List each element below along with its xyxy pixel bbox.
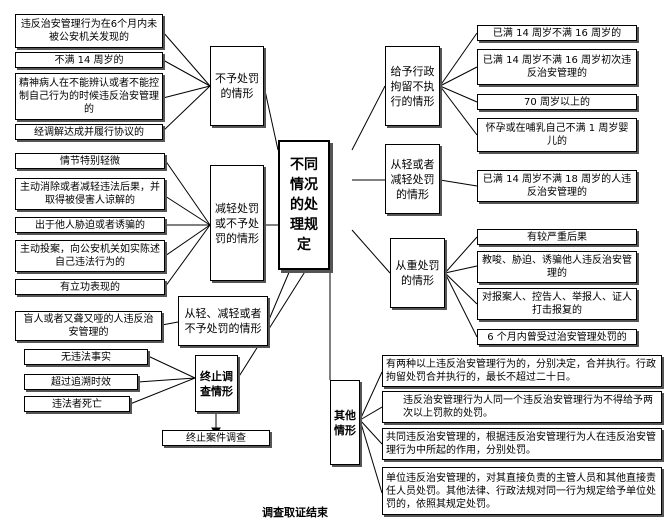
other-label: 其他情形	[330, 380, 360, 465]
reduced-label: 减轻处罚或不予处罚的情形	[210, 165, 264, 281]
detention-item: 怀孕或在哺乳自己不满 1 周岁婴儿的	[477, 118, 637, 152]
other-item: 单位违反治安管理的，对其直接负责的主管人员和其他直接责任人员处罚。其他法律、行政…	[382, 467, 662, 515]
other-item: 有两种以上违反治安管理行为的，分别决定，合并执行。行政拘留处罚合并执行的，最长不…	[382, 355, 662, 387]
terminate-item: 违法者死亡	[24, 396, 130, 412]
other-item: 违反治安管理行为人同一个违反治安管理行为不得给予两次以上罚款的处罚。	[382, 391, 662, 423]
terminate-item: 超过追溯时效	[24, 374, 138, 390]
center-topic: 不同情况的处理规定	[278, 140, 330, 270]
lighter-label: 从轻或者减轻处罚的情形	[385, 144, 440, 214]
detention-label: 给予行政拘留不执行的情形	[385, 46, 440, 126]
heavier-item: 6 个月内曾受过治安管理处罚的	[477, 329, 637, 345]
heavier-item: 教唆、胁迫、诱骗他人违反治安管理的	[477, 251, 637, 283]
heavier-label: 从重处罚的情形	[390, 238, 445, 308]
terminate-label: 终止调查情形	[195, 355, 238, 412]
terminate-result: 终止案件调查	[162, 430, 270, 446]
reduced-item: 主动消除或者减轻违法后果，并取得被侵害人谅解的	[15, 178, 165, 210]
no-penalty-label: 不予处罚的情形	[210, 46, 264, 126]
detention-item: 已满 14 周岁不满 16 周岁的	[477, 25, 637, 41]
reduced-item: 有立功表现的	[15, 279, 165, 295]
reduced-item: 主动投案，向公安机关如实陈述自己违法行为的	[15, 240, 165, 272]
blind-item: 盲人或者又聋又哑的人违反治安管理的	[15, 311, 162, 341]
detention-item: 已满 14 周岁不满 16 周岁初次违反治安管理的	[477, 49, 637, 85]
no-penalty-item: 违反治安管理行为在6个月内未被公安机关发现的	[15, 14, 163, 48]
terminate-item: 无违法事实	[24, 349, 148, 365]
footer-label: 调查取证结束	[262, 506, 328, 519]
other-item: 共同违反治安管理的，根据违反治安管理行为人在违反治安管理行为中所起的作用，分别处…	[382, 428, 662, 460]
no-penalty-item: 不满 14 周岁的	[15, 52, 163, 68]
no-penalty-item: 精神病人在不能辨认或者不能控制自己行为的时候违反治安管理的	[15, 73, 163, 120]
reduced-item: 出于他人胁迫或者诱骗的	[15, 217, 165, 233]
detention-item: 70 周岁以上的	[477, 94, 637, 110]
blind-label: 从轻、减轻或者不予处罚的情形	[178, 296, 268, 346]
lighter-item: 已满 14 周岁不满 18 周岁的人违反治安管理的	[477, 170, 637, 202]
heavier-item: 对报案人、控告人、举报人、证人打击报复的	[477, 288, 637, 320]
heavier-item: 有较严重后果	[477, 229, 637, 245]
no-penalty-item: 经调解达成并履行协议的	[15, 124, 163, 140]
reduced-item: 情节特别轻微	[15, 153, 165, 169]
